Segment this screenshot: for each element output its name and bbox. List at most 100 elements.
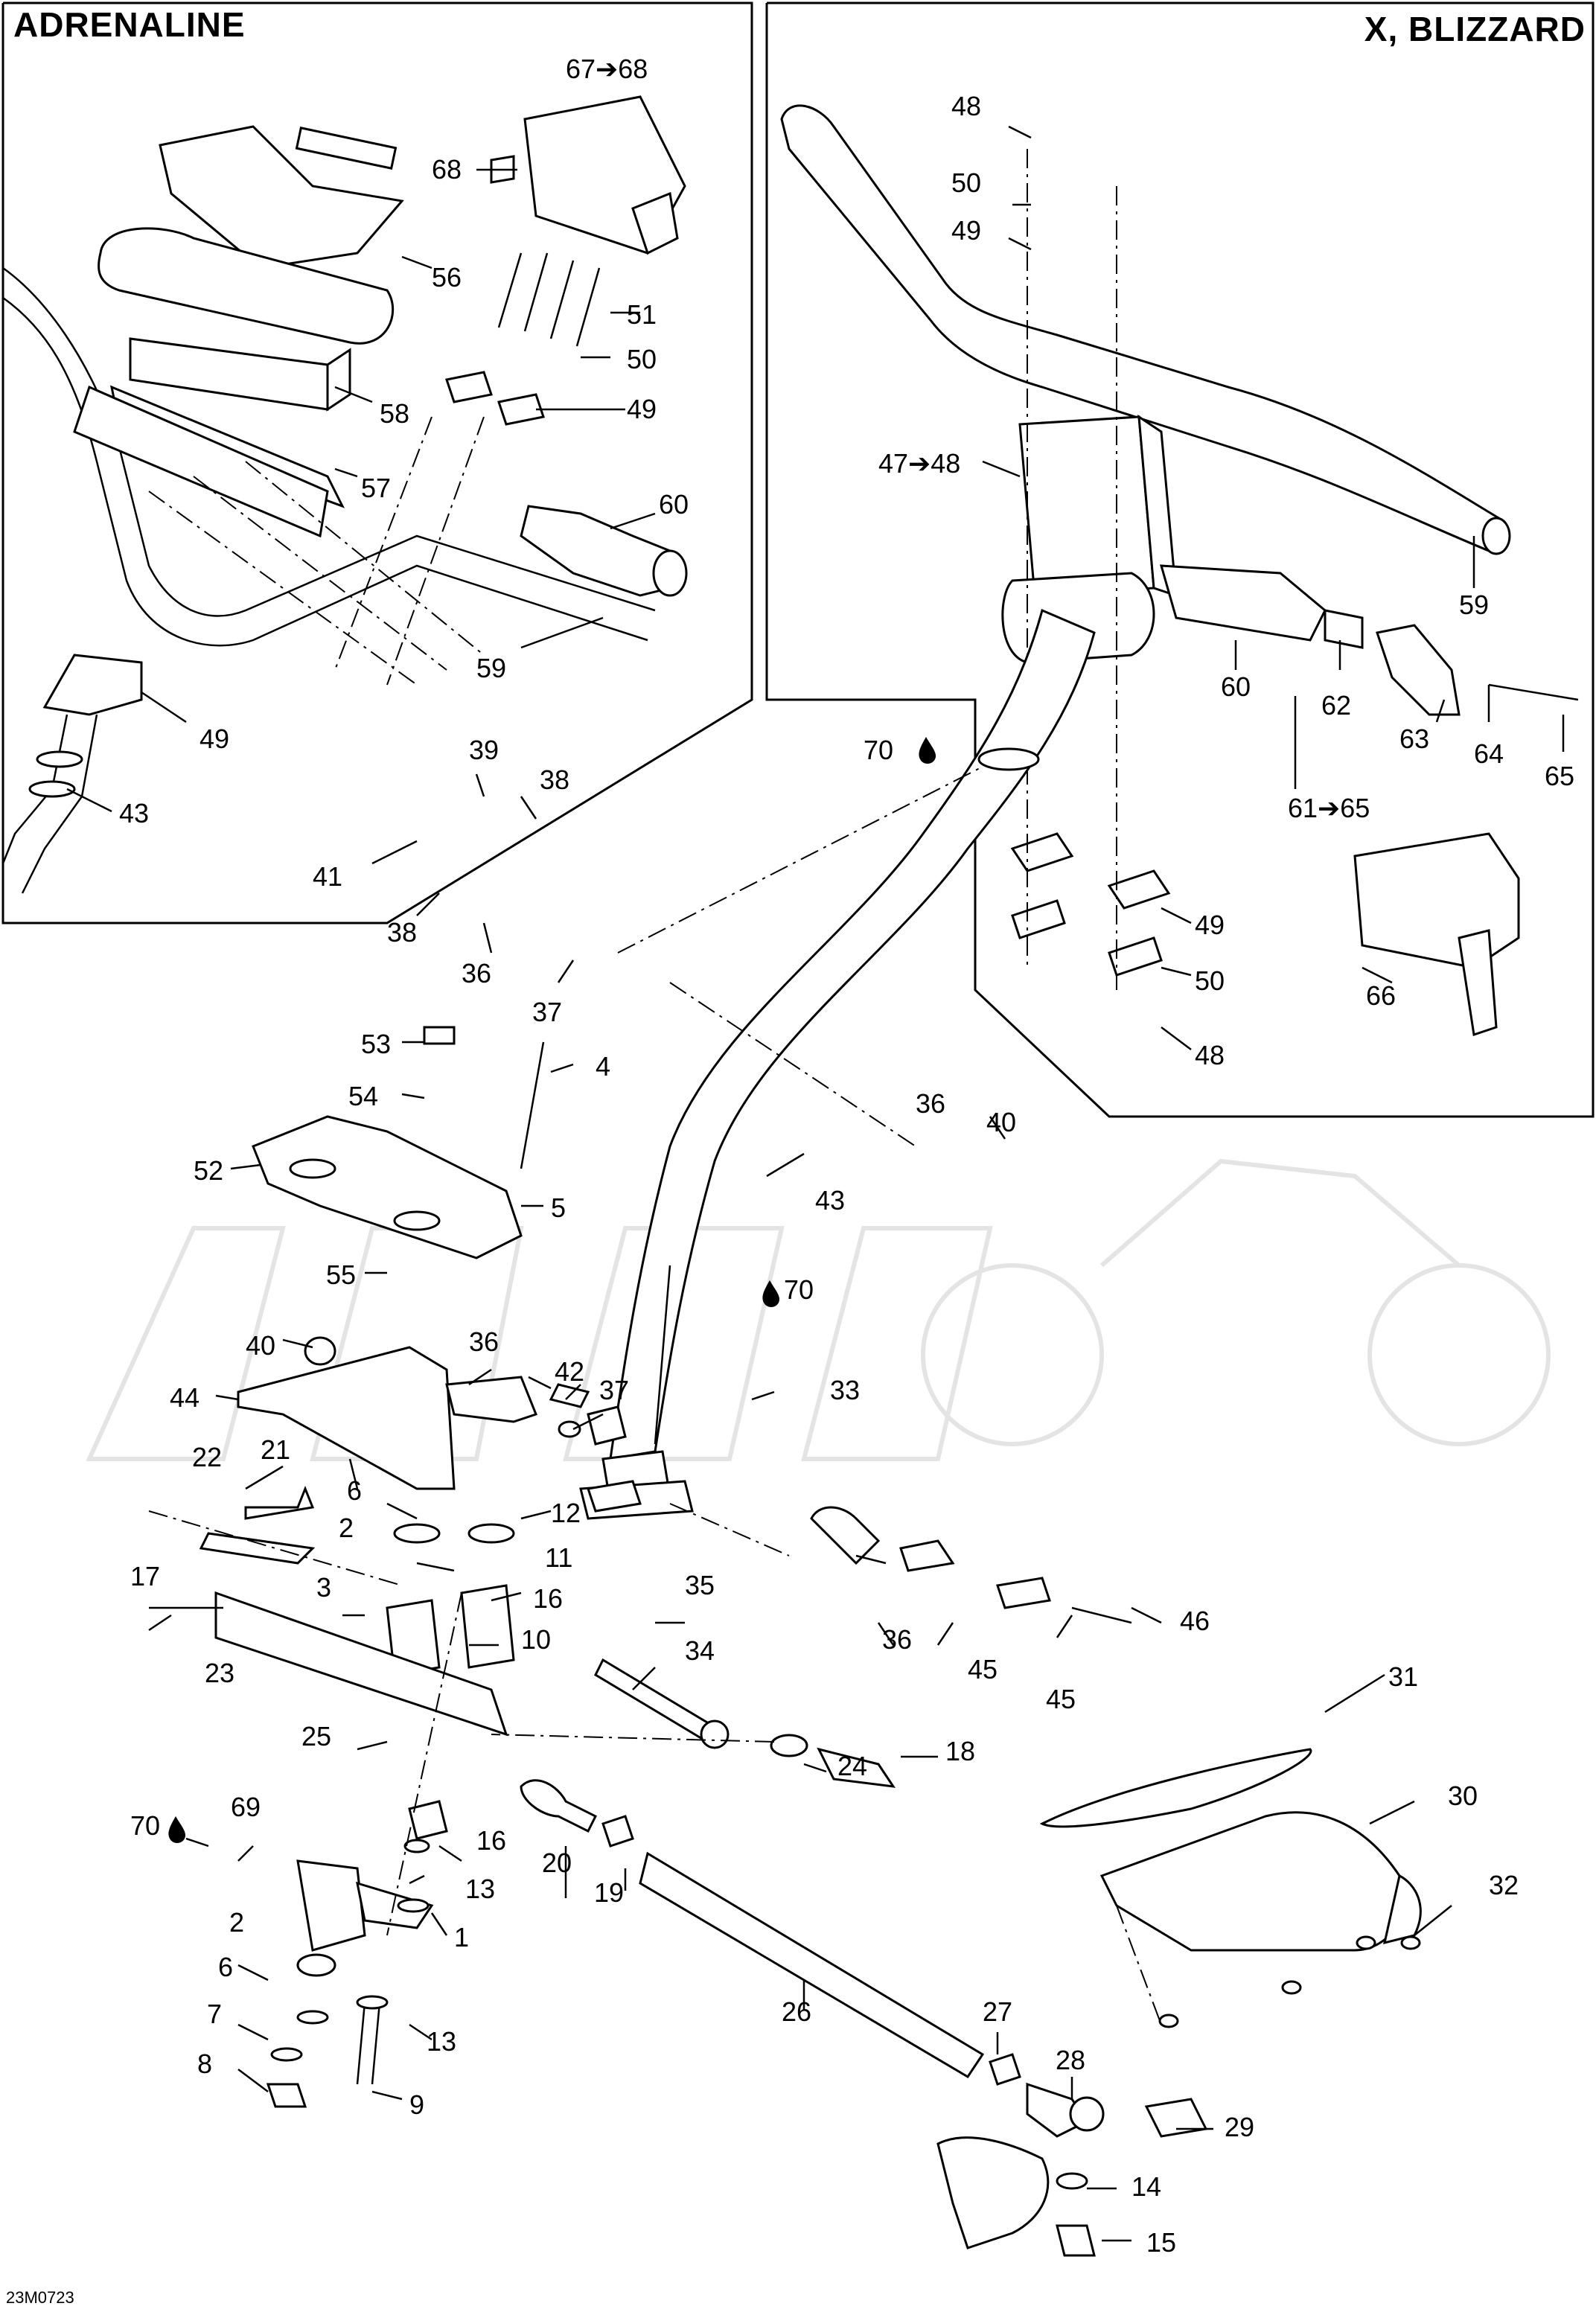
callout-60-left: 60 [659,489,689,520]
callout-40-mid: 40 [986,1107,1016,1137]
drop-icon [168,737,936,1843]
callout-52: 52 [194,1155,223,1186]
callout-49-left-lower: 49 [200,724,229,754]
callout-50-left: 50 [627,344,657,374]
callout-10: 10 [521,1624,551,1655]
callout-39: 39 [469,735,499,765]
callout-36-lower: 36 [469,1326,499,1357]
callout-59-left: 59 [476,653,506,683]
callout-14: 14 [1131,2171,1161,2202]
callout-64: 64 [1474,738,1504,769]
callout-60-right: 60 [1221,671,1251,702]
callout-30: 30 [1448,1781,1478,1811]
panel-title-x-blizzard: X, BLIZZARD [1364,10,1586,48]
callout-49-top: 49 [951,215,981,246]
callout-29: 29 [1225,2112,1254,2142]
left-handlebar-assembly [1,95,688,894]
callout-9: 9 [409,2089,424,2120]
callout-26: 26 [782,1996,811,2027]
callout-36-top: 36 [462,958,491,989]
watermark [86,1158,1551,1461]
callout-27: 27 [983,1996,1012,2027]
callout-12: 12 [551,1498,581,1528]
diagram-code: 23M0723 [6,2288,74,2307]
assembly-lines [148,766,1162,2025]
callout-7: 7 [207,1999,222,2029]
callout-70-mid: 70 [784,1274,814,1305]
callout-54: 54 [348,1081,378,1111]
callout-53: 53 [361,1029,391,1059]
callout-8: 8 [197,2048,212,2079]
callout-21: 21 [261,1434,290,1465]
callout-42: 42 [555,1356,584,1387]
callout-36-right: 36 [882,1624,912,1655]
callout-68-left: 68 [432,154,462,185]
callout-37-top: 37 [532,997,562,1027]
callout-50-right-lower: 50 [1195,965,1225,996]
callout-18: 18 [945,1736,975,1766]
callout-34: 34 [685,1635,715,1666]
lower-linkage [199,1026,627,2108]
callout-11: 11 [545,1542,572,1573]
callout-50-top: 50 [951,167,981,198]
steering-boot [936,1748,1422,2257]
panel-title-adrenaline: ADRENALINE [13,5,246,44]
callout-20: 20 [542,1848,572,1878]
callout-55: 55 [326,1259,356,1290]
callout-35: 35 [685,1570,715,1600]
callout-63: 63 [1399,724,1429,754]
callout-70-top: 70 [864,735,893,765]
callout-1: 1 [454,1922,469,1952]
callout-62: 62 [1321,690,1351,721]
callout-28: 28 [1056,2045,1085,2075]
callout-57: 57 [361,473,391,503]
callout-46: 46 [1180,1606,1210,1636]
callout-19: 19 [594,1877,624,1908]
callout-6-lower: 6 [218,1952,233,1982]
callout-2-top: 2 [339,1513,354,1543]
callout-43-left: 43 [119,798,149,828]
callout-leaders [66,125,1565,2242]
callout-59-right: 59 [1459,590,1489,620]
callout-32: 32 [1489,1870,1519,1900]
callout-17: 17 [130,1561,160,1591]
callout-16-lower: 16 [476,1825,506,1856]
callout-45-left: 45 [968,1654,998,1684]
callout-37-lower: 37 [599,1375,629,1405]
callout-48-top: 48 [951,91,981,121]
callout-61-65: 61➔65 [1288,793,1370,823]
callout-2-lower: 2 [229,1907,244,1938]
callout-5: 5 [551,1192,566,1223]
callout-3: 3 [316,1572,331,1603]
callout-4: 4 [596,1051,610,1082]
callout-67-68-left: 67➔68 [566,54,648,84]
callout-65: 65 [1545,761,1574,791]
callout-40-lower: 40 [246,1330,275,1361]
callout-51: 51 [627,299,657,330]
callout-36-mid: 36 [916,1088,945,1119]
bolts-51 [497,252,601,347]
callout-70-lower: 70 [130,1810,160,1841]
panel-frames [1,1,1595,1118]
callout-22: 22 [192,1442,222,1472]
right-handlebar-assembly [780,104,1579,1036]
callout-44: 44 [170,1382,200,1413]
callout-31: 31 [1388,1661,1418,1692]
callout-38-top: 38 [540,764,569,795]
callout-13-lower: 13 [427,2026,456,2057]
tie-rods [520,1480,1132,2138]
callout-24: 24 [837,1751,867,1781]
callout-47-48: 47➔48 [878,448,960,479]
callout-49-right-lower: 49 [1195,910,1225,940]
callout-labels: 67➔68 68 56 51 50 49 58 57 60 59 49 43 4… [119,54,1574,2258]
callout-41: 41 [313,861,342,892]
callout-15: 15 [1146,2227,1176,2258]
callout-23: 23 [205,1658,234,1688]
callout-56: 56 [432,262,462,293]
callout-45-right: 45 [1046,1684,1076,1714]
callout-66: 66 [1366,980,1396,1011]
callout-69: 69 [231,1792,261,1822]
callout-38-lower: 38 [387,917,417,948]
callout-6-top: 6 [347,1475,362,1506]
